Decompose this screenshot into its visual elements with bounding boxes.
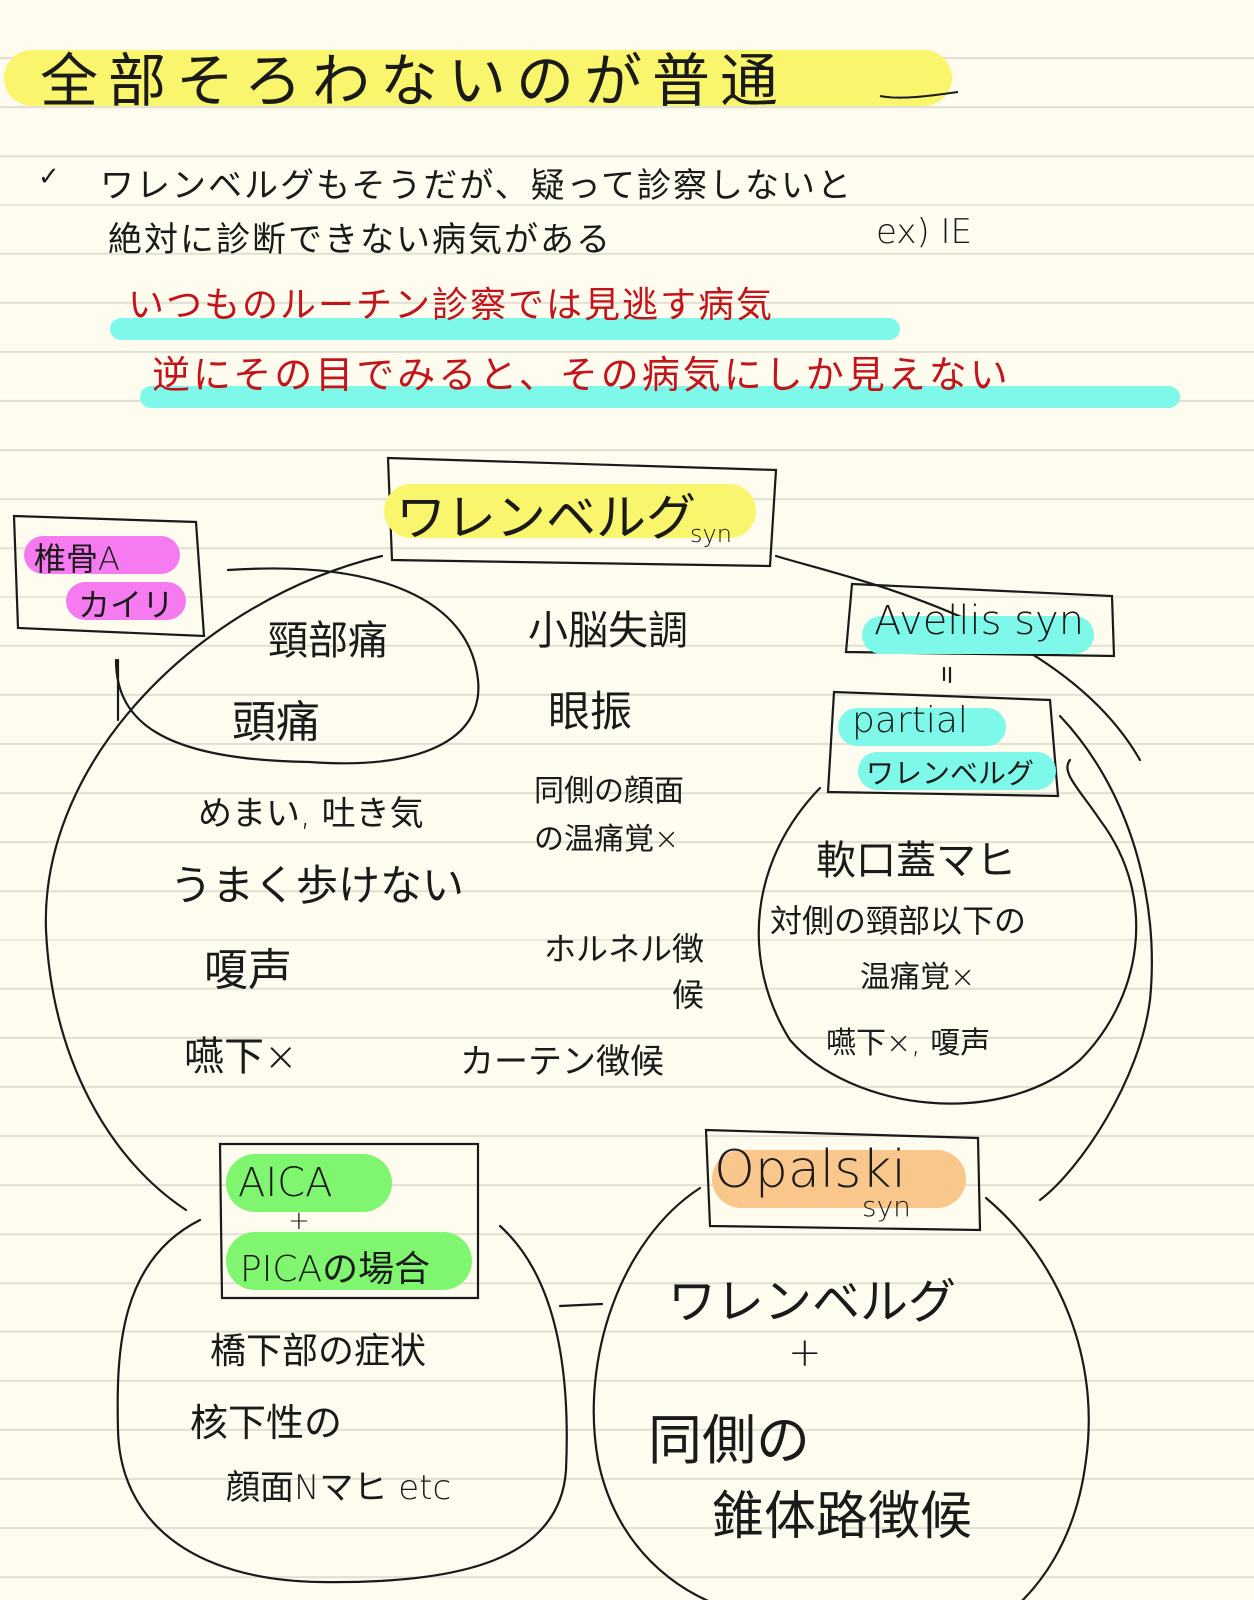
- avellis-circle: [757, 758, 1138, 1105]
- symptom-facial-sensory-loss: 同側の顔面の温痛覚×: [534, 774, 684, 857]
- aica-symptom-facial-palsy: 顔面Nマヒ etc: [226, 1468, 452, 1508]
- center-node-suffix: syn: [690, 520, 732, 548]
- opalski-node-box: [704, 1128, 982, 1232]
- opalski-content-wallenberg: ワレンベルグ: [668, 1274, 957, 1330]
- symptom-hoarseness: 嗄声: [204, 945, 292, 996]
- left-node-highlight-2: [66, 582, 186, 620]
- intro-line-1: ワレンベルグもそうだが、疑って診察しないと: [100, 166, 853, 206]
- left-node-box: [12, 514, 206, 638]
- aica-symptom-infranuclear: 核下性の: [190, 1401, 343, 1445]
- opalski-content-ipsilateral: 同側の: [648, 1409, 810, 1472]
- center-node-highlight: [384, 484, 756, 538]
- pica-highlight: [226, 1232, 472, 1290]
- avellis-highlight: [862, 616, 1094, 654]
- red-note-2: 逆にその目でみると、その病気にしか見えない: [152, 353, 1011, 397]
- aica-highlight: [226, 1154, 392, 1212]
- avellis-title: Avellis syn: [874, 598, 1085, 644]
- avellis-partial-label: partial: [852, 700, 968, 741]
- red-note-2-highlight: [140, 386, 1180, 408]
- left-node-highlight-1: [24, 536, 180, 574]
- center-node-title: ワレンベルグ: [396, 489, 696, 547]
- aica-circle: [116, 1218, 568, 1584]
- headache-group-loop: [114, 567, 480, 765]
- symptom-headache: 頭痛: [232, 697, 320, 748]
- opalski-circle: [592, 1186, 1090, 1600]
- partial-wallenberg-highlight: [858, 752, 1056, 790]
- opalski-content-plus: +: [788, 1330, 822, 1376]
- symptom-ataxic-gait: うまく歩けない: [170, 861, 465, 910]
- aica-label: AICA: [238, 1160, 333, 1206]
- symptom-neck-pain: 頸部痛: [268, 618, 388, 664]
- avellis-node-box: [844, 582, 1116, 658]
- pica-label: PICAの場合: [240, 1249, 431, 1290]
- opalski-title: Opalski: [714, 1140, 906, 1200]
- intro-example: ex) IE: [876, 212, 973, 252]
- symptom-nystagmus: 眼振: [548, 687, 633, 736]
- symptom-vertigo-nausea: めまい, 吐き気: [198, 794, 424, 834]
- partial-highlight: [838, 708, 1006, 746]
- opalski-suffix: syn: [862, 1190, 911, 1223]
- title-highlight: [4, 50, 952, 106]
- left-node-line-1: 椎骨A: [34, 540, 120, 578]
- partial-node-box: [826, 690, 1060, 798]
- avellis-symptom-palatal-palsy: 軟口蓋マヒ: [816, 838, 1016, 884]
- avellis-symptom-dysphagia-hoarseness: 嚥下×, 嗄声: [826, 1026, 991, 1061]
- equals-mark: [942, 666, 952, 684]
- red-note-1-highlight: [110, 318, 900, 340]
- aica-plus: +: [288, 1206, 310, 1236]
- check-mark-icon: ✓: [38, 162, 60, 192]
- red-note-1: いつものルーチン診察では見逃す病気: [128, 285, 775, 326]
- left-node-line-2: カイリ: [78, 586, 175, 624]
- opalski-highlight: [712, 1150, 966, 1208]
- avellis-partial-wallenberg: ワレンベルグ: [866, 757, 1035, 790]
- intro-line-2: 絶対に診断できない病気がある: [108, 220, 612, 260]
- avellis-symptom-contralateral: 対側の頸部以下の: [770, 902, 1027, 940]
- symptom-cerebellar-ataxia: 小脳失調: [528, 608, 688, 654]
- avellis-symptom-sensory-loss: 温痛覚×: [860, 960, 976, 995]
- symptom-dysphagia: 嚥下×: [184, 1034, 298, 1080]
- page-title: 全部そろわないのが普通: [40, 47, 789, 115]
- symptom-curtain-sign: カーテン徴候: [460, 1042, 664, 1082]
- opalski-content-pyramidal: 錐体路徴候: [712, 1487, 973, 1547]
- aica-symptom-pontine: 橋下部の症状: [210, 1331, 427, 1372]
- wallenberg-circle: [44, 554, 384, 1212]
- aica-node-box: [218, 1142, 480, 1300]
- symptom-horner: ホルネル徴候: [543, 930, 704, 1014]
